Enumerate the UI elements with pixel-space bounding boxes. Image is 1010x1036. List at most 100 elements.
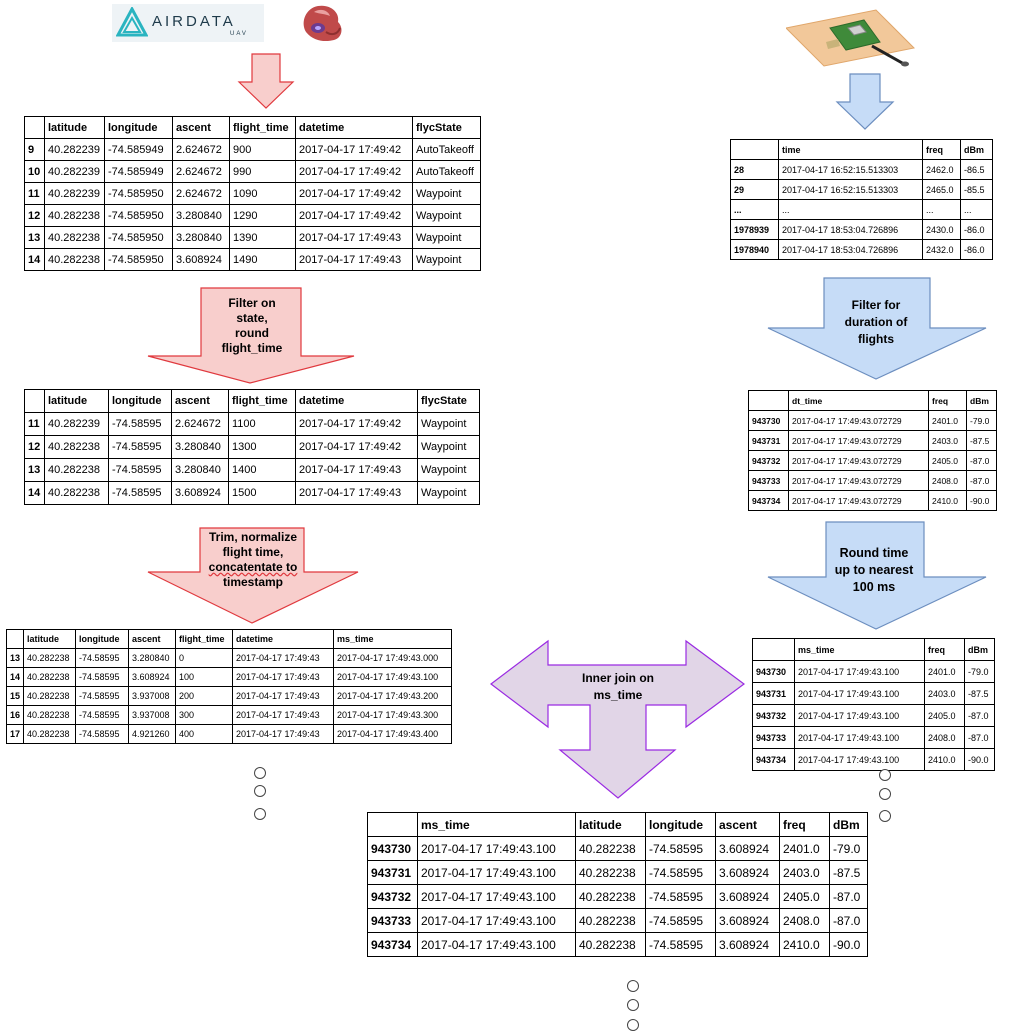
table-cell: -74.58595 (108, 481, 172, 505)
table-cell: 2017-04-17 17:49:42 (295, 204, 413, 227)
table-cell: 3.608924 (715, 836, 780, 861)
table-cell: 2017-04-17 17:49:43.100 (417, 836, 576, 861)
table-row: ............ (730, 199, 993, 220)
row-index: 943731 (752, 682, 795, 705)
column-header: freq (922, 139, 961, 160)
blue-round-arrow (767, 521, 987, 630)
table-cell: 2401.0 (779, 836, 830, 861)
row-index: 13 (24, 226, 45, 249)
continuation-dot (879, 810, 891, 822)
table-cell: 2405.0 (928, 450, 967, 471)
table-cell: -74.585949 (104, 138, 173, 161)
column-header: ascent (128, 629, 177, 649)
column-header: dt_time (788, 390, 929, 411)
table-cell: 2403.0 (779, 860, 830, 885)
table-cell: -79.0 (829, 836, 868, 861)
table-cell: 2.624672 (171, 412, 229, 436)
table-cell: 2017-04-17 17:49:43.100 (417, 908, 576, 933)
table-cell: 40.282238 (44, 481, 109, 505)
row-index: 11 (24, 182, 45, 205)
table-cell: 2017-04-17 17:49:43 (232, 667, 335, 687)
table-cell: 2462.0 (922, 159, 961, 180)
row-index: ... (730, 199, 779, 220)
continuation-dot (627, 980, 639, 992)
column-header (24, 389, 45, 413)
column-header: flycState (417, 389, 480, 413)
row-index: 943734 (752, 748, 795, 771)
table-cell: Waypoint (412, 226, 481, 249)
continuation-dot (254, 767, 266, 779)
table-cell: 40.282238 (23, 686, 77, 706)
table-cell: 1390 (229, 226, 296, 249)
table-cell: 0 (175, 648, 234, 668)
row-index: 17 (5, 724, 25, 744)
table-cell: 2017-04-17 17:49:42 (295, 182, 413, 205)
table-cell: -87.5 (829, 860, 868, 885)
table-cell: 2017-04-17 17:49:42 (295, 435, 418, 459)
row-index: 943730 (752, 660, 795, 683)
column-header: flight_time (229, 116, 296, 139)
table-cell: 2017-04-17 17:49:42 (295, 138, 413, 161)
table-cell: 40.282238 (23, 724, 77, 744)
row-index: 11 (24, 412, 45, 436)
table-cell: -74.58595 (645, 908, 716, 933)
table-cell: -74.58595 (645, 932, 716, 957)
column-header: datetime (295, 389, 418, 413)
column-header: latitude (44, 389, 109, 413)
table-cell: 2017-04-17 17:49:43.100 (417, 932, 576, 957)
airdata-logo: AIRDATA UAV (112, 4, 264, 42)
table-cell: 40.282238 (23, 705, 77, 725)
row-index: 943734 (748, 490, 789, 511)
row-index: 29 (730, 179, 779, 200)
table-cell: 2017-04-17 18:53:04.726896 (778, 239, 923, 260)
row-index: 943732 (752, 704, 795, 727)
row-index: 943733 (748, 470, 789, 491)
table-cell: -74.58595 (645, 836, 716, 861)
table-cell: 200 (175, 686, 234, 706)
table-cell: 3.280840 (128, 648, 177, 668)
table-cell: -87.5 (966, 430, 997, 451)
table-cell: -74.58595 (75, 686, 130, 706)
table-cell: -86.0 (960, 239, 993, 260)
table-cell: 2.624672 (172, 160, 230, 183)
table-cell: -74.58595 (75, 667, 130, 687)
table-cell: Waypoint (417, 481, 480, 505)
blue-down-arrow-small (835, 73, 895, 130)
table-cell: 2430.0 (922, 219, 961, 240)
column-header: dBm (829, 812, 868, 837)
table-cell: 3.280840 (171, 458, 229, 482)
table-cell: -87.0 (829, 884, 868, 909)
table-cell: 2017-04-17 17:49:43 (295, 248, 413, 271)
table-cell: 40.282239 (44, 138, 105, 161)
table-cell: 2410.0 (924, 748, 965, 771)
column-header: ms_time (794, 638, 925, 661)
table-cell: 2432.0 (922, 239, 961, 260)
table-cell: 2017-04-17 17:49:42 (295, 160, 413, 183)
table-cell: -87.5 (964, 682, 995, 705)
table-cell: -90.0 (964, 748, 995, 771)
table-cell: 2017-04-17 17:49:43 (295, 458, 418, 482)
row-index: 9 (24, 138, 45, 161)
table-cell: -90.0 (829, 932, 868, 957)
column-header (5, 629, 25, 649)
table-cell: 3.280840 (172, 226, 230, 249)
table-cell: 40.282238 (44, 226, 105, 249)
row-index: 943733 (752, 726, 795, 749)
table-cell: 2405.0 (779, 884, 830, 909)
table-cell: 2408.0 (924, 726, 965, 749)
row-index: 14 (5, 667, 25, 687)
column-header: latitude (44, 116, 105, 139)
table-cell: 2017-04-17 16:52:15.513303 (778, 179, 923, 200)
